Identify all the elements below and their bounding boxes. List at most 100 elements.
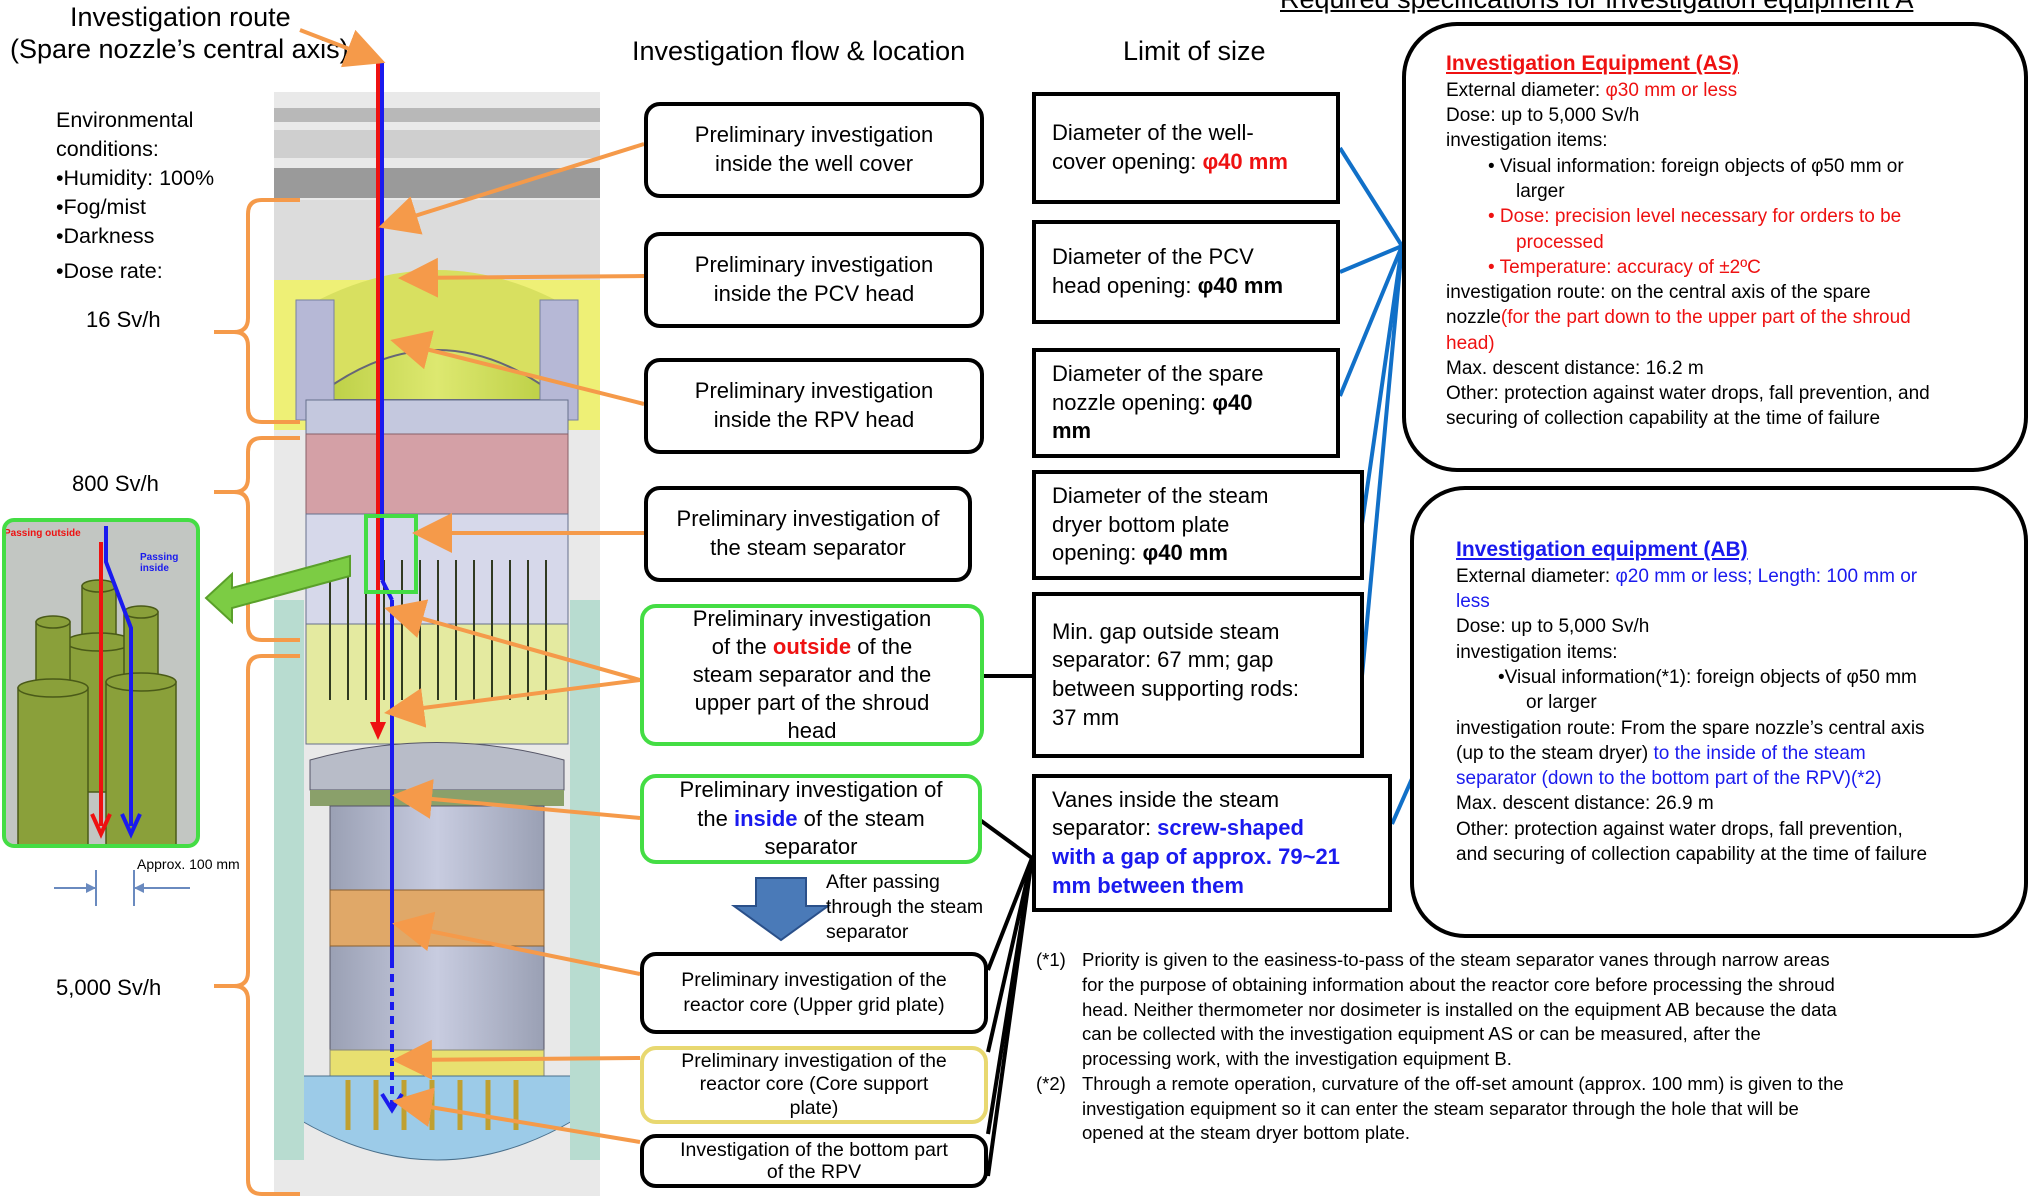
reactor-building [274,92,600,1196]
inset-pointer-arrow [204,554,351,625]
spec-as-route-2: nozzle [1446,307,1501,329]
spec-as-route-red-2: head) [1446,332,1495,354]
footnote-1-line-3: head. Neither thermometer nor dosimeter … [1082,998,1837,1020]
spec-as-route: investigation route: on the central axis… [1446,282,1871,304]
limit-6-value-2: with a gap of approx. 79~21 [1052,844,1340,869]
flow-step-rpv-head: Preliminary investigation inside the RPV … [644,358,984,454]
flow-step-pcv-head: Preliminary investigation inside the PCV … [644,232,984,328]
limit-6-value-3: mm between them [1052,872,1244,898]
limit-6-line-2: separator: [1052,815,1158,841]
footnotes: (*1) Priority is given to the easiness-t… [1036,948,2016,1146]
dose-level-16: 16 Sv/h [86,307,161,332]
limit-1-line-2: cover opening: [1052,149,1203,174]
after-line-1: After passing [826,871,940,893]
spec-ab-ext-value-2: less [1456,591,1490,613]
flow-step-3-line-1: Preliminary investigation [694,378,934,404]
flow-step-6-line-1: Preliminary investigation of [679,777,943,803]
env-item-dose: •Dose rate: [56,259,163,283]
blue-connectors [1338,146,1424,825]
spec-as-ext-value: φ30 mm or less [1605,79,1738,101]
flow-step-6-the: the [697,805,734,831]
dose-level-800: 800 Sv/h [72,471,159,496]
flow-step-5-line-1: Preliminary investigation [692,605,932,631]
offset-dimension [54,870,190,906]
flow-step-2-line-2: inside the PCV head [713,281,915,306]
spec-as-descent: Max. descent distance: 16.2 m [1446,357,1704,379]
limit-3-value: φ40 [1212,389,1253,415]
limit-1-line-1: Diameter of the well- [1052,120,1254,146]
flow-step-1-line-2: inside the well cover [714,151,914,176]
flow-step-8-line-1: Preliminary investigation of the [681,1049,947,1072]
down-arrow [730,877,832,942]
spec-ab-ext-value-1: φ20 mm or less; Length: 100 mm or [1615,565,1918,587]
after-passing-note: After passing through the steam separato… [826,870,983,945]
env-item-fog: •Fog/mist [56,195,146,219]
spec-ab-title: Investigation equipment (AB) [1456,538,1748,561]
orange-leaders [299,28,645,1144]
flow-step-6-keyword: inside [733,805,798,831]
spec-as-dose: Dose: up to 5,000 Sv/h [1446,105,1640,127]
route-title: Investigation route [70,2,291,32]
footnote-1-key: (*1) [1036,949,1066,970]
flow-step-8-line-2: reactor core (Core support [699,1073,929,1096]
limit-6-line-1: Vanes inside the steam [1052,786,1280,812]
limit-4-line-3: opening: [1052,540,1143,566]
dose-level-5000: 5,000 Sv/h [56,975,162,1000]
spec-as-route-red-1: (for the part down to the upper part of … [1500,307,1911,329]
footnote-2-key: (*2) [1036,1072,1066,1094]
flow-step-6-post: of the steam [797,805,925,831]
flow-step-1-line-1: Preliminary investigation [694,122,934,148]
spec-as-panel: Investigation Equipment (AS) External di… [1402,22,2028,472]
flow-step-outside-separator: Preliminary investigation of the outside… [640,604,984,746]
limit-4-line-2: dryer bottom plate [1052,511,1230,537]
dose-braces [214,198,300,1196]
limit-2-line-2: head opening: [1052,273,1198,298]
spec-ab-route: investigation route: From the spare nozz… [1456,717,1925,739]
limit-5-line-1: Min. gap outside steam [1052,618,1280,644]
flow-step-2-line-1: Preliminary investigation [694,252,934,278]
spec-as-item-dose: • Dose: precision level necessary for or… [1488,206,1902,253]
spec-as-items-label: investigation items: [1446,130,1608,152]
spec-as-other-1: Other: protection against water drops, f… [1446,383,1930,405]
investigation-route [364,62,418,1114]
passing-inside-label: Passing inside [140,552,179,574]
footnote-1-line-1: Priority is given to the easiness-to-pas… [1082,949,1830,970]
black-connectors [960,674,1034,1177]
spec-ab-items: •Visual information(*1): foreign objects… [1456,665,2014,716]
passing-outside-label: Passing outside [4,528,81,539]
flow-step-6-line-3: separator [764,834,858,860]
footnote-1-line-5: processing work, with the investigation … [1082,1048,1512,1070]
limit-5-line-3: between supporting rods: [1052,676,1300,701]
separator-inset: Passing outside Passing inside [2,518,200,848]
spec-ab-panel: Investigation equipment (AB) External di… [1410,486,2028,938]
footnote-1: (*1) Priority is given to the easiness-t… [1036,948,2016,1072]
flow-step-3-line-2: inside the RPV head [713,407,915,432]
flow-step-7-line-1: Preliminary investigation of the [681,968,947,991]
env-item-humidity: •Humidity: 100% [56,166,215,190]
spec-as-items: • Visual information: foreign objects of… [1446,154,2014,280]
spec-ab-dose: Dose: up to 5,000 Sv/h [1456,616,1650,638]
limit-2-value: φ40 mm [1197,273,1284,298]
spec-as-other-2: securing of collection capability at the… [1446,408,1881,430]
flow-step-9-line-2: of the RPV [766,1161,862,1183]
footnote-2-line-1: Through a remote operation, curvature of… [1082,1072,1844,1094]
flow-title: Investigation flow & location [632,36,966,66]
spec-as-ext-label: External diameter: [1446,79,1606,101]
limit-3-line-2: nozzle opening: [1052,389,1213,415]
limit-2-line-1: Diameter of the PCV [1052,244,1254,270]
spec-ab-descent: Max. descent distance: 26.9 m [1456,793,1714,815]
after-line-2: through the steam [826,895,984,918]
footnote-1-line-2: for the purpose of obtaining information… [1082,973,1835,995]
flow-step-5-keyword: outside [772,633,852,659]
limit-3-line-1: Diameter of the spare [1052,361,1264,387]
limit-5-line-4: 37 mm [1052,704,1120,730]
limit-5-line-2: separator: 67 mm; gap [1052,647,1274,673]
limit-4-line-1: Diameter of the steam [1052,483,1269,509]
flow-step-well-cover: Preliminary investigation inside the well… [644,102,984,198]
footnote-2: (*2) Through a remote operation, curvatu… [1036,1072,2016,1146]
